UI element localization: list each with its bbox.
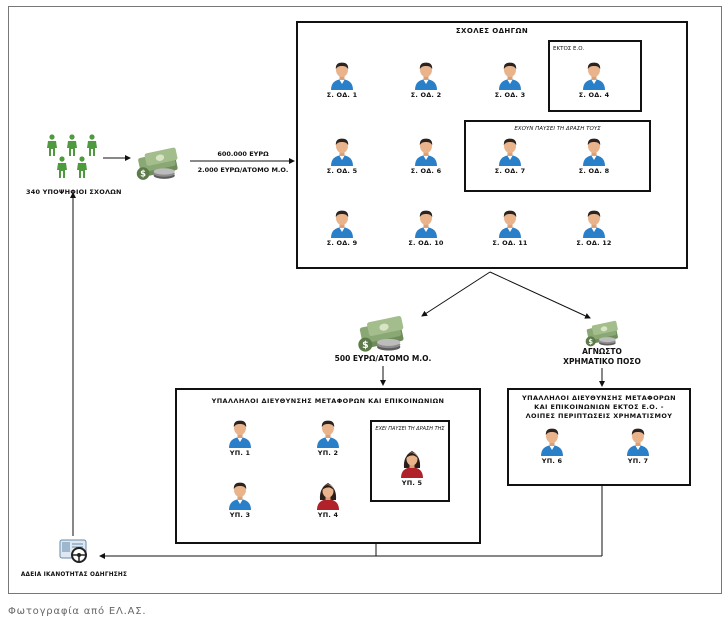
school-node: Σ. ΟΔ. 4	[574, 60, 614, 102]
person-label: ΥΠ. 6	[541, 457, 563, 465]
person-label: Σ. ΟΔ. 10	[408, 239, 444, 247]
outside-employees-title-line3: ΛΟΙΠΕΣ ΠΕΡΙΠΤΩΣΕΙΣ ΧΡΗΜΑΤΙΣΜΟΥ	[525, 412, 673, 420]
outer-frame	[8, 6, 722, 594]
person-label: ΥΠ. 2	[317, 449, 339, 457]
person-label: Σ. ΟΔ. 5	[326, 167, 358, 175]
group-of-people-icon	[47, 134, 97, 178]
candidates-group	[44, 134, 102, 186]
male-person-icon	[329, 60, 355, 90]
male-person-icon	[497, 136, 523, 166]
male-person-icon	[497, 208, 523, 238]
money-stack-icon	[356, 312, 412, 354]
driving-schools-title: ΣΧΟΛΕΣ ΟΔΗΓΩΝ	[455, 27, 529, 35]
school-node: Σ. ΟΔ. 12	[574, 208, 614, 250]
employee-node: ΥΠ. 2	[308, 418, 348, 460]
outside-schools-title: ΕΚΤΟΣ Ε.Ο.	[553, 46, 585, 52]
school-node: Σ. ΟΔ. 10	[406, 208, 446, 250]
male-person-icon	[315, 418, 341, 448]
person-label: ΥΠ. 4	[317, 511, 339, 519]
driving-license-icon	[59, 538, 89, 564]
person-label: Σ. ΟΔ. 12	[576, 239, 612, 247]
male-person-icon	[413, 208, 439, 238]
arrow-schools-to-left	[421, 271, 491, 317]
male-person-icon	[413, 136, 439, 166]
male-person-icon	[581, 208, 607, 238]
male-person-icon	[539, 426, 565, 456]
person-label: Σ. ΟΔ. 9	[326, 239, 358, 247]
person-label: Σ. ΟΔ. 11	[492, 239, 528, 247]
person-label: Σ. ΟΔ. 2	[410, 91, 442, 99]
person-label: Σ. ΟΔ. 3	[494, 91, 526, 99]
male-person-icon	[581, 136, 607, 166]
outside-employee-node: ΥΠ. 6	[532, 426, 572, 468]
female-person-icon	[399, 448, 425, 478]
female-person-icon	[315, 480, 341, 510]
school-node: Σ. ΟΔ. 3	[490, 60, 530, 102]
person-label: Σ. ΟΔ. 6	[410, 167, 442, 175]
outside-employees-box: ΥΠΑΛΛΗΛΟΙ ΔΙΕΥΘΥΝΣΗΣ ΜΕΤΑΦΟΡΩΝ ΚΑΙ ΕΠΙΚΟ…	[507, 388, 691, 486]
school-node: Σ. ΟΔ. 2	[406, 60, 446, 102]
school-node: Σ. ΟΔ. 1	[322, 60, 362, 102]
male-person-icon	[497, 60, 523, 90]
male-person-icon	[329, 208, 355, 238]
person-label: Σ. ΟΔ. 8	[578, 167, 610, 175]
person-label: ΥΠ. 3	[229, 511, 251, 519]
person-label: ΥΠ. 7	[627, 457, 649, 465]
person-label: Σ. ΟΔ. 7	[494, 167, 526, 175]
male-person-icon	[581, 60, 607, 90]
school-node: Σ. ΟΔ. 7	[490, 136, 530, 178]
money-stack-icon	[584, 318, 624, 348]
right-payment-line1: ΑΓΝΩΣΤΟ	[582, 347, 622, 356]
driving-license-label: ΑΔΕΙΑ ΙΚΑΝΟΤΗΤΑΣ ΟΔΗΓΗΣΗΣ	[20, 572, 128, 578]
money-stack-icon	[134, 144, 186, 182]
top-payment-per-person: 2.000 ΕΥΡΩ/ΑΤΟΜΟ Μ.Ο.	[197, 166, 289, 174]
outside-employees-title-line1: ΥΠΑΛΛΗΛΟΙ ΔΙΕΥΘΥΝΣΗΣ ΜΕΤΑΦΟΡΩΝ	[522, 394, 676, 402]
stopped-schools-box: ΕΧΟΥΝ ΠΑΥΣΕΙ ΤΗ ΔΡΑΣΗ ΤΟΥΣ	[464, 120, 651, 192]
male-person-icon	[625, 426, 651, 456]
right-payment-line2: ΧΡΗΜΑΤΙΚΟ ΠΟΣΟ	[563, 357, 641, 366]
male-person-icon	[227, 480, 253, 510]
employee-node: ΥΠ. 4	[308, 480, 348, 522]
male-person-icon	[413, 60, 439, 90]
candidates-label: 340 ΥΠΟΨΗΦΙΟΙ ΣΧΟΛΩΝ	[26, 188, 122, 196]
employees-title: ΥΠΑΛΛΗΛΟΙ ΔΙΕΥΘΥΝΣΗΣ ΜΕΤΑΦΟΡΩΝ ΚΑΙ ΕΠΙΚΟ…	[211, 397, 445, 405]
school-node: Σ. ΟΔ. 8	[574, 136, 614, 178]
person-label: ΥΠ. 5	[401, 479, 423, 487]
photo-caption: Φωτογραφία από ΕΛ.ΑΣ.	[8, 606, 147, 617]
school-node: Σ. ΟΔ. 11	[490, 208, 530, 250]
school-node: Σ. ΟΔ. 5	[322, 136, 362, 178]
stopped-employee-title: ΕΧΕΙ ΠΑΥΣΕΙ ΤΗ ΔΡΑΣΗ ΤΗΣ	[375, 426, 445, 432]
person-label: Σ. ΟΔ. 1	[326, 91, 358, 99]
employee-node: ΥΠ. 5	[392, 448, 432, 490]
school-node: Σ. ΟΔ. 6	[406, 136, 446, 178]
male-person-icon	[227, 418, 253, 448]
top-payment-total: 600.000 ΕΥΡΩ	[217, 150, 269, 158]
school-node: Σ. ΟΔ. 9	[322, 208, 362, 250]
person-label: ΥΠ. 1	[229, 449, 251, 457]
left-payment-per-person: 500 ΕΥΡΩ/ΑΤΟΜΟ Μ.Ο.	[334, 354, 432, 363]
male-person-icon	[329, 136, 355, 166]
employee-node: ΥΠ. 3	[220, 480, 260, 522]
outside-employees-title-line2: ΚΑΙ ΕΠΙΚΟΙΝΩΝΙΩΝ ΕΚΤΟΣ Ε.Ο. -	[534, 403, 664, 411]
employee-node: ΥΠ. 1	[220, 418, 260, 460]
stopped-schools-title: ΕΧΟΥΝ ΠΑΥΣΕΙ ΤΗ ΔΡΑΣΗ ΤΟΥΣ	[514, 126, 601, 132]
employees-box: ΥΠΑΛΛΗΛΟΙ ΔΙΕΥΘΥΝΣΗΣ ΜΕΤΑΦΟΡΩΝ ΚΑΙ ΕΠΙΚΟ…	[175, 388, 481, 544]
person-label: Σ. ΟΔ. 4	[578, 91, 610, 99]
arrow-schools-to-right	[489, 271, 591, 319]
outside-employee-node: ΥΠ. 7	[618, 426, 658, 468]
